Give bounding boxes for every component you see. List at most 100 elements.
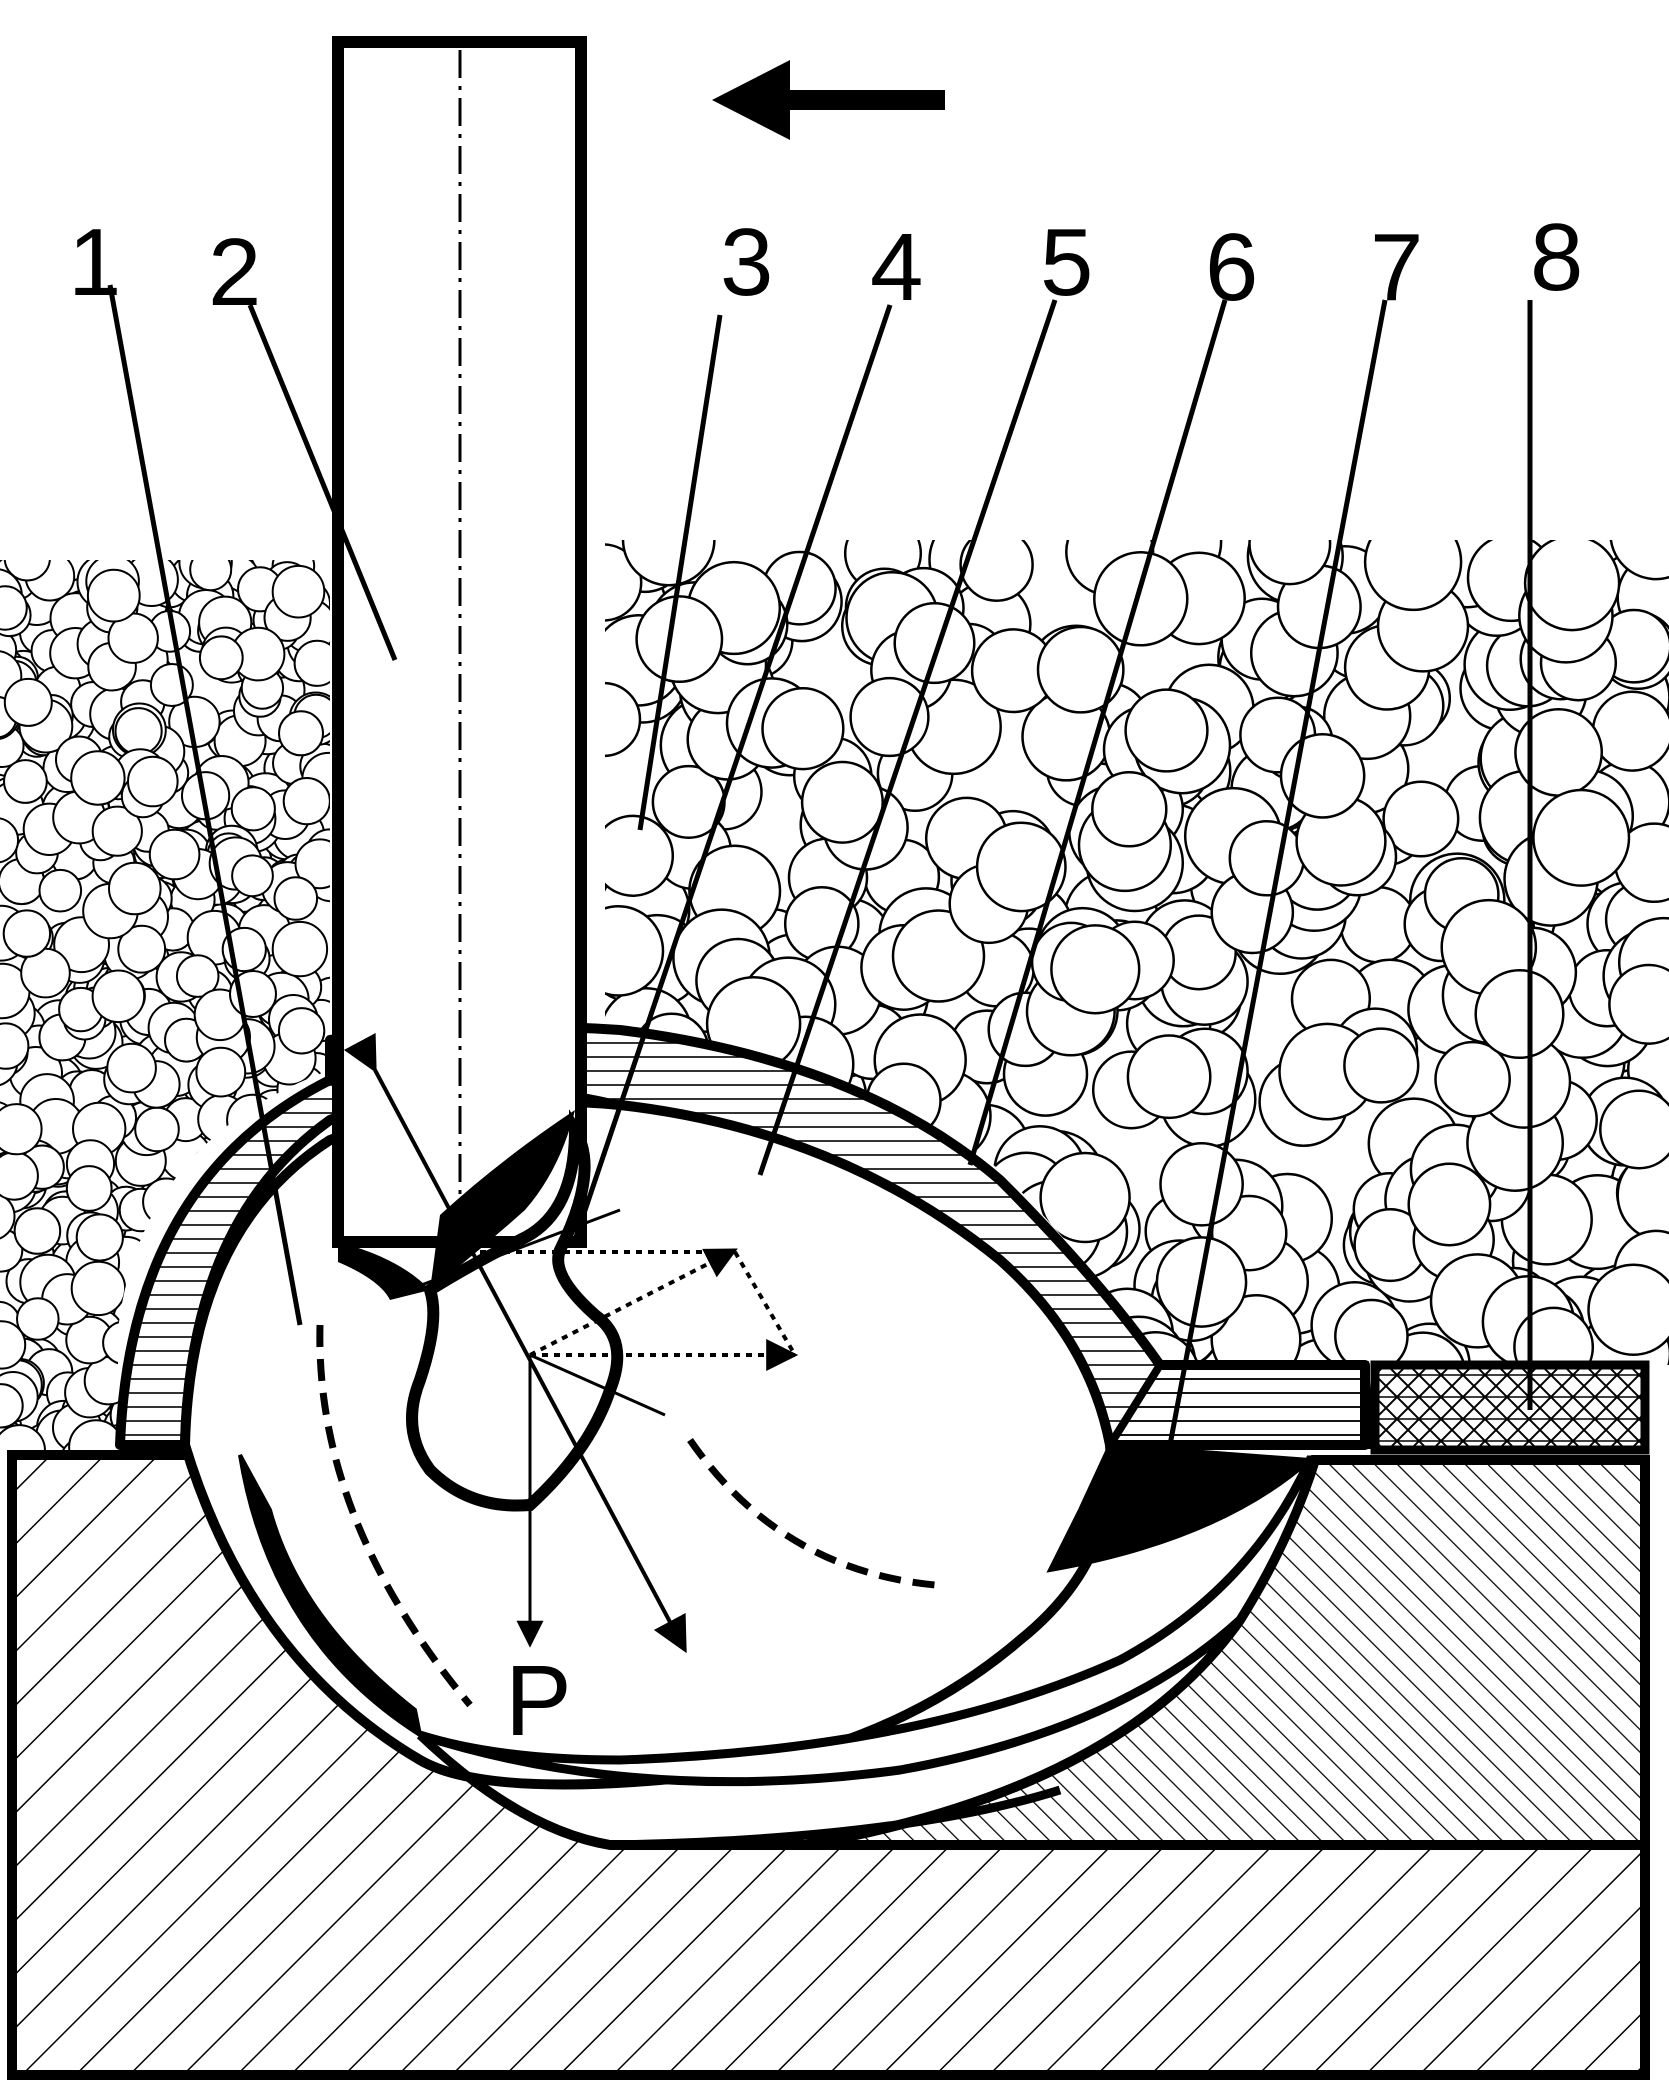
- slag-strip: [1102, 1361, 1375, 1449]
- flux-block: [1370, 1360, 1650, 1455]
- label-3: 3: [720, 209, 773, 316]
- flux-granule: [106, 1042, 157, 1094]
- leader-7: [1167, 299, 1388, 1446]
- flux-granule: [1474, 968, 1565, 1060]
- flux-granule: [230, 786, 276, 832]
- arrow-left-icon: [712, 60, 945, 140]
- isotherm-right: [687, 1438, 936, 1589]
- leader-1: [107, 284, 303, 1326]
- label-5: 5: [1040, 209, 1093, 316]
- vector-short-2: [529, 1353, 666, 1417]
- flux-granule: [800, 760, 884, 844]
- flux-granule: [16, 1297, 60, 1341]
- flux-granule: [1228, 820, 1306, 897]
- molten-metal-left: [238, 1454, 423, 1740]
- label-8: 8: [1530, 204, 1583, 311]
- force-vector-diag: [343, 1032, 687, 1654]
- flux-granule: [1093, 551, 1189, 647]
- flux-granule: [282, 777, 330, 826]
- flux-granule: [198, 635, 244, 681]
- flux-granule: [38, 868, 83, 913]
- flux-granule: [1050, 924, 1141, 1015]
- flux-granule: [0, 1022, 30, 1070]
- flux-granule: [605, 814, 675, 897]
- molten-pool: [418, 1455, 1322, 1787]
- flux-granule: [294, 838, 330, 890]
- flux-granule: [70, 1260, 127, 1317]
- flux-granule: [1599, 1089, 1669, 1170]
- flux-granule: [114, 707, 163, 756]
- flux-granule: [195, 1046, 247, 1098]
- force-label: P: [505, 1645, 572, 1757]
- flux-granule: [277, 1007, 326, 1055]
- flux-granule: [0, 1193, 16, 1240]
- leader-6: [967, 299, 1228, 1166]
- flux-granule: [127, 755, 179, 808]
- flux-granule: [1343, 1027, 1420, 1104]
- flux-granule: [1036, 625, 1125, 714]
- flux-granule: [0, 1320, 27, 1370]
- flux-granule: [86, 568, 141, 623]
- flux-granule: [1363, 540, 1463, 612]
- flux-granule: [1248, 540, 1332, 586]
- flux-granule: [108, 861, 162, 916]
- label-6: 6: [1205, 214, 1258, 321]
- flux-granule: [65, 1165, 113, 1212]
- flux-granule: [1407, 1162, 1492, 1247]
- flux-granule: [91, 805, 143, 857]
- flux-granule: [959, 540, 1034, 602]
- flux-granule: [134, 1106, 180, 1153]
- flux-granule: [605, 681, 642, 758]
- flux-granule: [1513, 1306, 1595, 1370]
- flux-granule: [75, 1213, 124, 1262]
- flux-granule: [1382, 780, 1460, 858]
- flux-granule: [271, 920, 329, 978]
- label-4: 4: [870, 214, 923, 321]
- flux-granule: [1523, 540, 1621, 632]
- flux-granule: [3, 560, 51, 582]
- flux-granule: [1532, 788, 1631, 887]
- flux-granule: [1609, 540, 1669, 581]
- flux-granule: [271, 564, 326, 619]
- molten-metal-right: [1046, 1442, 1315, 1573]
- flux-granule: [175, 954, 220, 998]
- flux-granule: [1334, 1298, 1409, 1370]
- label-7: 7: [1370, 214, 1423, 321]
- flux-granule: [1126, 1034, 1212, 1120]
- flux-granule: [0, 817, 20, 864]
- flux-granule: [273, 876, 319, 921]
- flux-granule: [0, 1151, 39, 1201]
- isotherm-left: [316, 1324, 473, 1708]
- flux-granule: [13, 1207, 62, 1255]
- flux-granule: [231, 854, 274, 898]
- leader-5: [757, 299, 1058, 1176]
- flux-granule: [0, 1103, 43, 1156]
- flux-granule: [1587, 1263, 1669, 1357]
- flux-granule: [3, 677, 53, 727]
- flux-granule: [0, 1383, 24, 1429]
- flux-granule: [1039, 1151, 1131, 1244]
- label-2: 2: [208, 219, 261, 326]
- flux-granule: [278, 710, 324, 757]
- flux-granule: [891, 909, 986, 1003]
- flux-granule: [293, 639, 330, 687]
- flux-granule: [975, 821, 1067, 913]
- flux-granule: [893, 602, 976, 685]
- flux-granule: [621, 540, 716, 587]
- flux-granule: [148, 828, 201, 881]
- vector-dotted-up: [529, 1248, 738, 1357]
- leader-3: [637, 314, 723, 831]
- pool-bottom-line: [416, 1731, 1062, 1850]
- vector-dotted-side: [733, 1250, 797, 1357]
- flux-granule: [635, 595, 724, 684]
- flux-granule: [0, 585, 28, 631]
- flux-granule: [1608, 963, 1669, 1045]
- leader-4: [572, 304, 893, 1241]
- flux-granule: [189, 560, 233, 592]
- flux-granule: [1434, 1040, 1511, 1118]
- flux-granule: [1591, 690, 1669, 772]
- label-1: 1: [68, 209, 121, 316]
- flux-granule: [1091, 771, 1168, 848]
